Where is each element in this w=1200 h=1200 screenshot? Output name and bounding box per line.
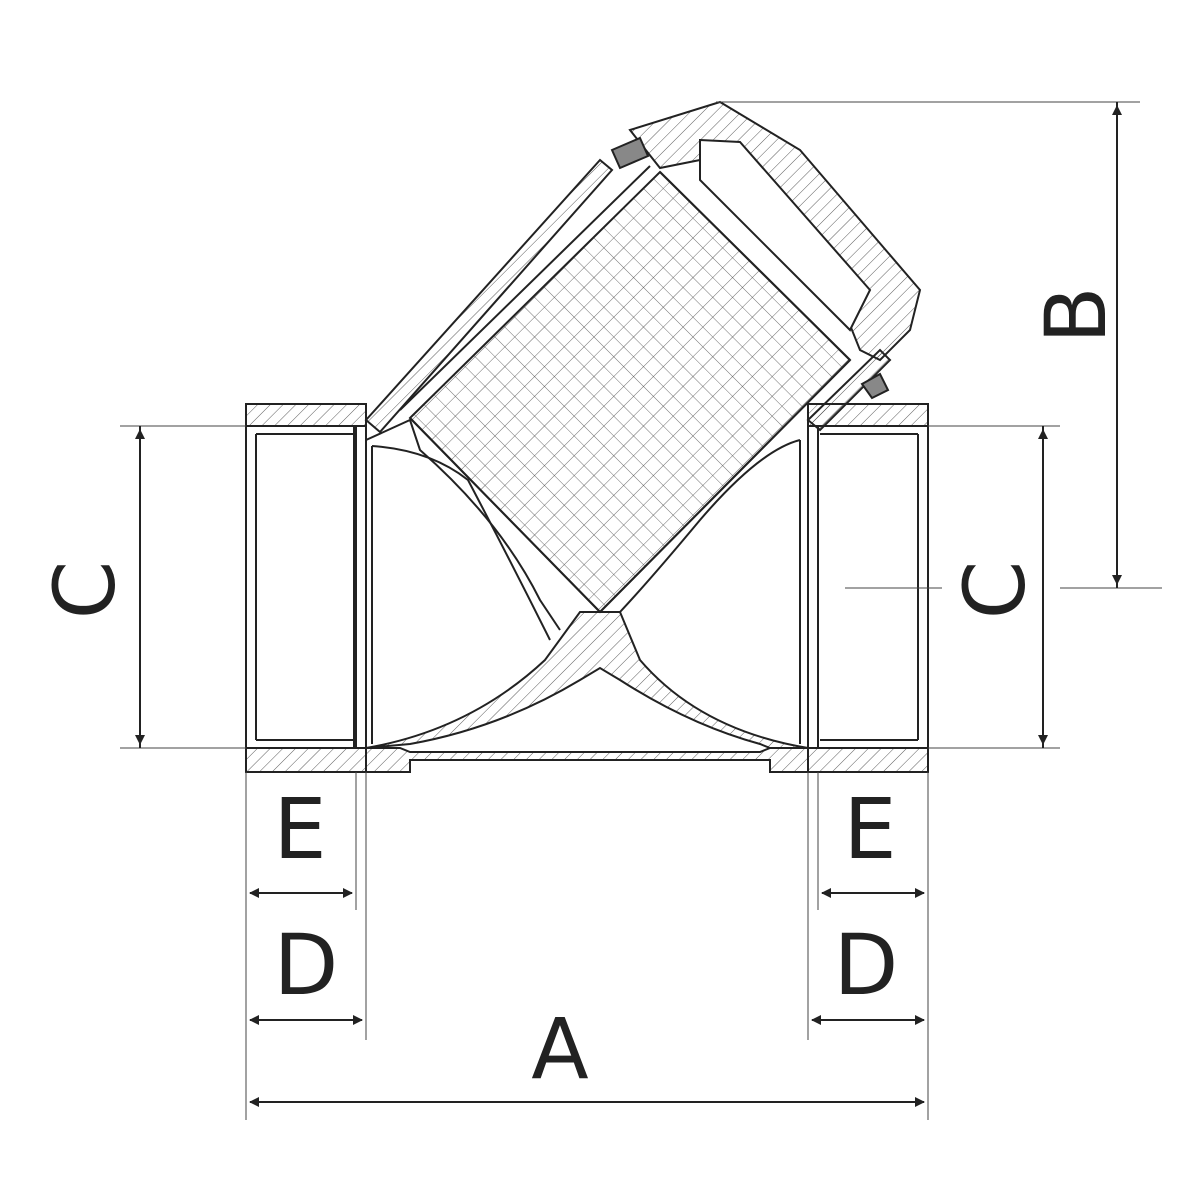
sleeve-left [364,158,614,434]
left-port-wall-top [245,403,367,427]
label-e-left: E [273,780,326,878]
left-port-bore [245,425,357,749]
label-c-right: C [946,561,1044,620]
dimension-arrows [135,102,1122,1107]
body-bottom-wall [365,747,809,773]
label-b: B [1027,286,1125,344]
body-partition [365,611,809,749]
label-c-left: C [36,561,134,620]
sleeve-right [806,348,892,432]
strainer-bonnet [364,100,922,614]
label-a: A [531,1000,588,1098]
label-e-right: E [843,780,896,878]
right-port-bore [817,425,929,749]
left-port [245,403,367,773]
gasket-right [860,372,890,400]
extension-lines [120,101,1162,1120]
label-d-left: D [274,916,339,1014]
cap-plug [699,138,872,332]
valve-body [365,418,809,773]
right-port-wall-bottom [807,747,929,773]
label-d-right: D [834,916,899,1014]
gasket-top [610,136,650,170]
left-port-wall-bottom [245,747,367,773]
